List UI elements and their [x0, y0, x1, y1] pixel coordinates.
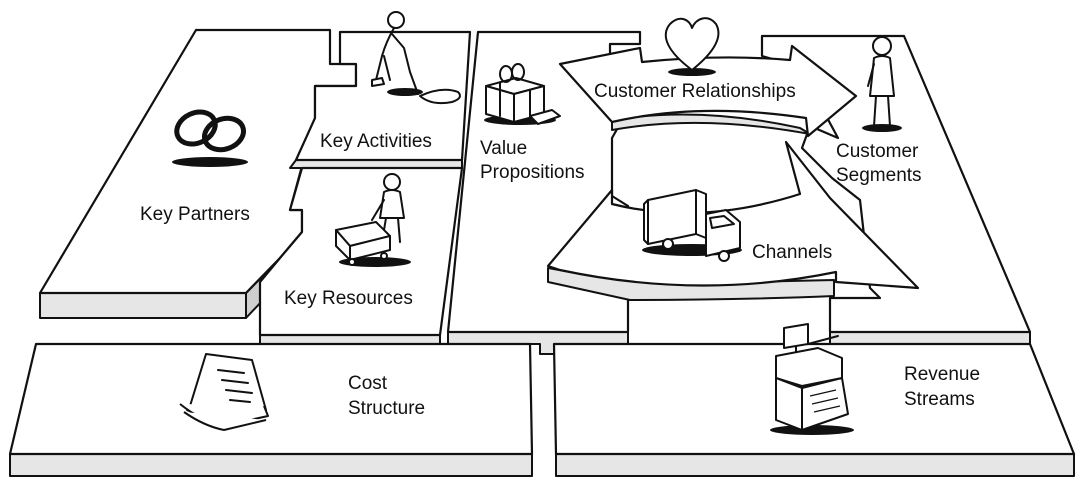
customer-segments-label-line1: Customer: [836, 141, 919, 162]
customer-segments-label-line2: Segments: [836, 165, 922, 186]
customer-relationships-label: Customer Relationships: [594, 81, 796, 102]
key-partners-block: Key Partners: [38, 28, 358, 319]
invoice-document-icon: [179, 353, 269, 431]
value-propositions-label-line2: Propositions: [480, 162, 585, 183]
cash-register-icon: [770, 323, 854, 435]
customer-relationships-block: Customer Relationships: [558, 17, 858, 138]
linked-rings-icon: [172, 109, 248, 167]
standing-person-icon: [862, 36, 902, 132]
delivery-truck-icon: [642, 189, 742, 262]
revenue-streams-label-line2: Streams: [904, 389, 975, 410]
key-resources-block: Key Resources: [258, 166, 464, 346]
key-partners-label: Key Partners: [140, 204, 250, 225]
cost-structure-block: Cost Structure: [8, 342, 534, 477]
key-resources-label: Key Resources: [284, 288, 413, 309]
value-propositions-label-line1: Value: [480, 138, 527, 159]
person-with-cart-icon: [335, 173, 411, 267]
revenue-streams-label-line1: Revenue: [904, 364, 980, 385]
channels-block: Channels: [546, 140, 920, 301]
heart-icon: [664, 17, 720, 76]
cost-structure-label-line2: Structure: [348, 398, 425, 419]
person-digging-icon: [371, 11, 461, 105]
key-activities-block: Key Activities: [289, 11, 472, 169]
channels-label: Channels: [752, 242, 832, 263]
revenue-streams-block: Revenue Streams: [552, 323, 1076, 477]
gift-box-icon: [484, 63, 561, 125]
cost-structure-label-line1: Cost: [348, 373, 388, 394]
key-activities-label: Key Activities: [320, 131, 432, 152]
